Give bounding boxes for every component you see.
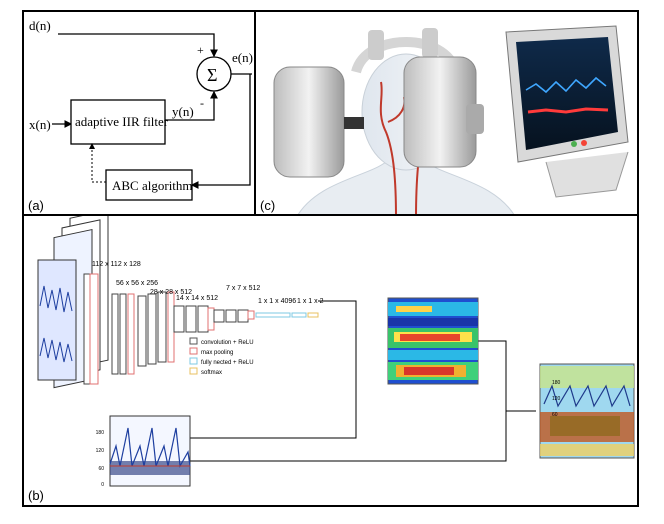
headband-clip-left — [368, 30, 384, 60]
filter-label: adaptive IIR filter — [75, 114, 169, 129]
heatmap-to-overlay-line — [478, 340, 536, 412]
sum-symbol: Σ — [207, 65, 217, 85]
ecg-tick-180: 180 — [96, 430, 105, 436]
legend-item-conv: convolution + ReLU — [201, 340, 254, 346]
minus-sign: - — [200, 96, 204, 110]
overlay-tick-180: 180 — [552, 380, 561, 386]
legend-item-fc: fully nected + ReLU — [201, 360, 254, 366]
panel-b-label: (b) — [28, 488, 44, 503]
adaptation-line — [89, 143, 106, 183]
legend-item-pool: max pooling — [201, 350, 233, 356]
overlay-plot — [539, 363, 635, 459]
overlay-waveform — [543, 384, 631, 408]
screen-waveform-blue — [525, 76, 607, 94]
y-label: y(n) — [172, 104, 194, 119]
cnn-pipeline: 112 x 112 x 128 56 x 56 x 256 28 x 28 x … — [37, 216, 635, 488]
probe-knob-right — [466, 104, 484, 134]
blood-vessels — [379, 81, 432, 218]
d-signal-line — [58, 33, 218, 58]
panel-a-label: (a) — [28, 198, 44, 213]
ecg-tick-60: 60 — [98, 466, 104, 472]
adaptive-filter-diagram: Σ + - adaptive IIR filter ABC algorithm … — [29, 18, 253, 201]
ecg-waveform — [109, 427, 191, 468]
probe-connector-left — [344, 117, 364, 129]
dim-label-5: 7 x 7 x 512 — [226, 285, 260, 292]
dim-label-6: 1 x 1 x 4096 — [258, 298, 296, 305]
device-illustration — [273, 25, 629, 218]
abc-label: ABC algorithm — [112, 178, 193, 193]
probe-right — [403, 56, 477, 168]
dim-label-7: 1 x 1 x 2 — [297, 298, 324, 305]
ecg-tick-120: 120 — [96, 448, 105, 454]
overlay-tick-120: 120 — [552, 396, 561, 402]
dim-label-4: 14 x 14 x 512 — [176, 295, 218, 302]
headband-clip-right — [422, 28, 438, 58]
panel-b: 112 x 112 x 128 56 x 56 x 256 28 x 28 x … — [22, 214, 639, 507]
overlay-tick-60: 60 — [552, 412, 558, 418]
d-label: d(n) — [29, 18, 51, 33]
cnn-to-ecg-line — [188, 300, 357, 439]
panel-c-label: (c) — [260, 198, 276, 213]
filter-box — [70, 99, 166, 145]
e-label: e(n) — [232, 50, 253, 65]
panel-a: Σ + - adaptive IIR filter ABC algorithm … — [22, 10, 256, 216]
ecg-to-overlay-line — [188, 411, 507, 462]
monitor-led-red — [581, 140, 587, 146]
cnn-legend: convolution + ReLU max pooling fully nec… — [189, 337, 254, 376]
y-signal-line — [165, 90, 218, 121]
x-label: x(n) — [29, 117, 51, 132]
feedback-line — [190, 74, 251, 189]
dim-label-1: 112 x 112 x 128 — [92, 261, 141, 268]
plus-sign: + — [197, 43, 204, 57]
monitor-screen — [516, 37, 618, 150]
legend-item-softmax: softmax — [201, 370, 222, 376]
monitor-stand — [545, 151, 629, 198]
dim-label-3: 28 x 28 x 512 — [150, 289, 192, 296]
ecg-tick-0: 0 — [101, 482, 104, 488]
grad-cam-heatmap — [387, 297, 479, 385]
ecg-signal-plot — [109, 415, 191, 487]
probe-left — [273, 66, 345, 178]
panel-c: (c) — [254, 10, 639, 218]
screen-waveform-red — [527, 107, 609, 114]
conv-blocks — [83, 273, 319, 385]
monitor-led-green — [571, 141, 577, 147]
dim-label-2: 56 x 56 x 256 — [116, 280, 158, 287]
